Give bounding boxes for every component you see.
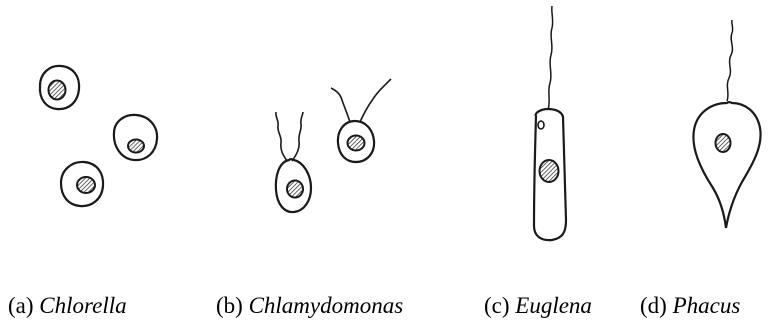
eyespot <box>538 121 544 129</box>
flagellum <box>727 20 733 101</box>
caption-letter: (c) <box>484 293 510 318</box>
flagellum <box>331 88 350 122</box>
caption-name: Chlamydomonas <box>249 293 404 318</box>
flagellum <box>360 79 391 122</box>
caption-letter: (d) <box>640 293 667 318</box>
chlamydomonas-cell <box>276 112 311 212</box>
flagellum <box>276 112 287 161</box>
caption-chlamydomonas: (b) Chlamydomonas <box>216 292 403 320</box>
caption-letter: (b) <box>216 293 243 318</box>
caption-phacus: (d) Phacus <box>640 292 740 320</box>
caption-name: Phacus <box>673 293 741 318</box>
chlorella-cell <box>61 162 103 206</box>
caption-name: Chlorella <box>39 293 126 318</box>
caption-name: Euglena <box>515 293 592 318</box>
chlorella-cell <box>114 115 157 160</box>
caption-letter: (a) <box>8 293 34 318</box>
phacus-drawing <box>693 20 760 228</box>
chlorella-drawing <box>40 66 157 206</box>
chlamydomonas-drawing <box>276 79 391 212</box>
caption-chlorella: (a) Chlorella <box>8 292 127 320</box>
flagellum <box>292 112 303 161</box>
chlamydomonas-cell <box>331 79 391 162</box>
chlorella-cell <box>40 66 79 109</box>
flagellum <box>548 6 553 110</box>
euglena-drawing <box>534 6 566 240</box>
caption-euglena: (c) Euglena <box>484 292 592 320</box>
